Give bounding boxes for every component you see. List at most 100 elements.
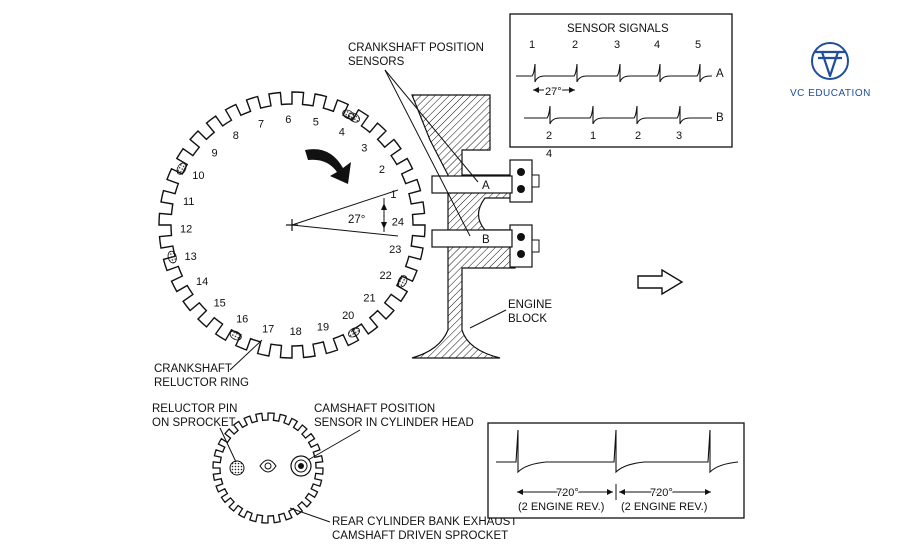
reluctor-ring-number: 1 [390,189,396,201]
sensor-b-label: B [482,234,490,246]
reluctor-ring-number: 21 [363,292,375,304]
signal-b-num-1: 2 [546,130,552,142]
sensor-a-bolt-icon [517,168,525,176]
sensor-a-connector [531,174,540,188]
cam-signal-waveform [496,429,739,474]
reluctor-ring-number: 13 [184,251,196,263]
signal-a-num-4: 4 [654,39,660,51]
reluctor-ring-shaded-notch [397,275,408,288]
engine-block-leader [469,309,507,329]
engine-block: A B [411,94,540,359]
brand-logo-text: VC EDUCATION [790,88,871,99]
reluctor-ring-notches [167,109,408,341]
reluctor-pin-leader [219,427,237,463]
reluctor-ring-shaded-notch [229,330,242,341]
angle-27-label: 27° [348,214,365,226]
crank-sensors-label-line2: SENSORS [348,56,405,68]
cam-rev-b-label: (2 ENGINE REV.) [621,501,707,513]
cam-rev-a-label: (2 ENGINE REV.) [518,501,604,513]
reluctor-ring-number: 2 [379,164,385,176]
reluctor-ring-number: 9 [211,148,217,160]
reluctor-ring-label-line2: RELUCTOR RING [154,377,249,389]
reluctor-ring-leader [229,339,263,371]
signal-a-num-1: 1 [529,39,535,51]
signal-b-num-3: 2 [635,130,641,142]
reluctor-ring-number: 3 [361,143,367,155]
signal-b-num-4: 3 [676,130,682,142]
sensor-b-bolt-icon-2 [517,250,525,258]
cam-sensor-label-line2: SENSOR IN CYLINDER HEAD [314,417,474,429]
cam-dim-arrow-a-right-icon [607,489,613,495]
reluctor-ring-shaded-notch [348,327,360,338]
reluctor-ring-label-line1: CRANKSHAFT [154,363,232,375]
rotation-arrow-icon [305,149,351,184]
angle-arrow-down-icon [381,222,387,229]
dim-arrow-right-icon [569,87,575,93]
cam-720-a-label: 720° [556,487,579,499]
reluctor-ring-number: 4 [339,126,345,138]
cam-dim-arrow-b-left-icon [619,489,625,495]
cam-720-b-label: 720° [650,487,673,499]
signal-27-label: 27° [545,86,562,98]
reluctor-ring-number: 7 [258,119,264,131]
sensor-b-bolt-icon [517,233,525,241]
sensor-a-label: A [482,180,490,192]
sensor-a-body [431,175,513,194]
sprocket-label-line2: CAMSHAFT DRIVEN SPROCKET [332,530,508,542]
signal-a-waveform [516,63,712,83]
reluctor-ring-number: 8 [233,130,239,142]
reluctor-ring-number: 12 [180,224,192,236]
signal-a-num-2: 2 [572,39,578,51]
reluctor-ring-shaded-notch [176,162,187,175]
brand-logo-mark [814,50,846,78]
cam-sensor-center [298,463,304,469]
reluctor-pin-label-line2: ON SPROCKET [152,417,236,429]
reluctor-ring-shaded-notch [167,250,177,264]
brand-logo-icon [811,42,849,80]
reluctor-ring-number: 14 [196,276,208,288]
sensor-a-bolt-icon-2 [517,185,525,193]
sensor-b-body [431,229,513,248]
signal-a-num-5: 5 [695,39,701,51]
cam-dim-arrow-a-left-icon [517,489,523,495]
engine-block-body [411,94,516,359]
crank-sensor-leader-a [384,69,479,183]
dim-arrow-left-icon [533,87,539,93]
sensor-signals-panel: SENSOR SIGNALS 1 2 3 4 5 A 27° B 2 1 2 3 [509,13,733,148]
crank-sensors-label-line1: CRANKSHAFT POSITION [348,42,484,54]
signal-a-label: A [716,68,724,80]
cam-sensor-label-line1: CAMSHAFT POSITION [314,403,435,415]
sprocket-label-line1: REAR CYLINDER BANK EXHAUST [332,516,517,528]
cam-sensor-leader [307,429,361,461]
engine-block-label-line1: ENGINE [508,299,552,311]
sprocket-hole-center [264,462,272,470]
reluctor-ring-number: 18 [290,326,302,338]
reluctor-pin-icon [229,460,245,476]
sensor-a-housing [509,159,533,203]
reluctor-ring-number: 19 [317,321,329,333]
reluctor-ring-number: 22 [379,270,391,282]
engine-block-label-line2: BLOCK [508,313,547,325]
angle-arrow-up-icon [381,203,387,210]
next-arrow-icon [637,268,684,296]
signal-b-num-extra: 4 [546,148,552,160]
reluctor-ring-number: 23 [389,244,401,256]
sprocket-leader [289,507,331,523]
signal-b-waveform [524,105,712,125]
reluctor-ring-number: 16 [236,314,248,326]
brand-logo: VC EDUCATION [790,42,871,99]
sensor-b-housing [509,224,533,268]
reluctor-ring-number: 11 [183,196,194,208]
sensor-b-connector [531,239,540,253]
reluctor-ring-number: 5 [313,117,319,129]
reluctor-ring-number: 6 [285,114,291,126]
sensor-signals-title: SENSOR SIGNALS [567,23,669,35]
reluctor-ring-number: 15 [214,298,226,310]
cam-signal-panel: 720° 720° (2 ENGINE REV.) (2 ENGINE REV.… [487,422,745,519]
reluctor-ring-number: 20 [342,310,354,322]
angle-line-a [291,189,399,226]
reluctor-pin-label-line1: RELUCTOR PIN [152,403,237,415]
